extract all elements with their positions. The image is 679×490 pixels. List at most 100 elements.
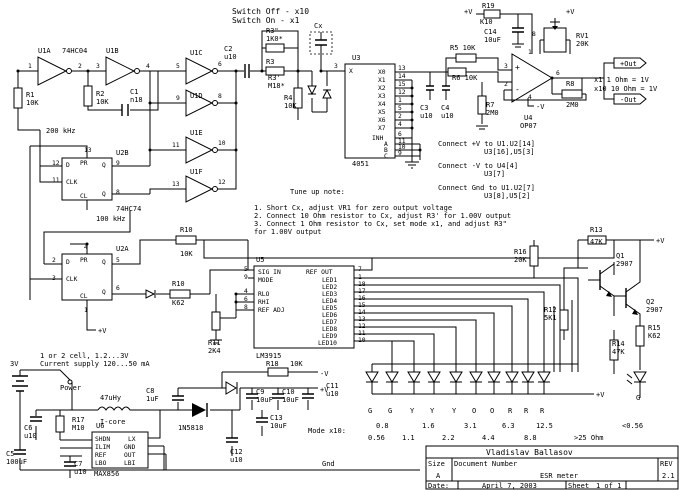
u1f-label: U1F [190,168,203,176]
svg-text:4: 4 [146,63,150,70]
u5-pin-led6: LED6 [322,312,337,319]
u6-part-label: MAX856 [94,470,119,478]
bar-driver-u5: U5 LM3915 SIG IN MODE RLO RHI REF ADJ RE… [208,240,579,372]
led-3 [407,371,421,394]
scale-top-3: 3.1 [464,422,477,430]
r10b-value: K62 [172,299,185,307]
r18-label: R18 [266,360,279,368]
r2-value: 10K [96,98,109,106]
u5-pin-led9: LED9 [322,333,337,340]
rv1-value: 20K [576,40,589,48]
c9-label: C9 [256,388,264,396]
r18-resistor [267,367,289,377]
svg-text:11: 11 [398,138,406,145]
docnum-label: Document Number [454,460,517,468]
c4-label: C4 [441,104,449,112]
r14-value: 47K [612,348,625,356]
svg-text:1: 1 [398,97,402,104]
author-text: Vladislav Ballasov [486,448,573,457]
c1-value: n18 [130,96,143,104]
r14-resistor [609,339,619,361]
switch-on-text: Switch On - x1 [232,16,300,25]
r2-label: R2 [96,90,104,98]
svg-text:9: 9 [176,95,180,102]
c5-label: C5 [6,450,14,458]
tune-step-4: for 1.00V output [254,228,321,236]
power-supply: 1 or 2 cell, 1.2...3V Current supply 120… [6,352,420,478]
cx-socket[interactable] [309,31,333,55]
r11-value: 2K4 [208,347,221,355]
transistor-stage: R16 20K R13 47K +V Q1 2907 R12 5K1 R14 4… [514,226,665,402]
rev-label: REV [660,460,673,468]
u2b-label: U2B [116,149,129,157]
c11-label: C11 [326,382,339,390]
led-color-10: R [540,407,545,415]
led-7 [487,371,501,394]
r3-label: R3 [266,58,274,66]
c7-value: u10 [74,468,87,476]
svg-text:12: 12 [52,160,60,167]
date-value: April 7, 2003 [482,482,537,490]
svg-text:CLK: CLK [66,276,78,283]
svg-text:12: 12 [398,89,406,96]
svg-text:9: 9 [116,160,120,167]
r15-value: K62 [648,332,661,340]
r14-label: R14 [612,340,625,348]
scale-bottom-5: 8.8 [524,434,537,442]
c2-value: u10 [224,53,237,61]
svg-text:8: 8 [244,304,248,311]
svg-text:Q: Q [102,259,106,266]
c5-value: 100uF [6,458,27,466]
r5-label: R5 10K [450,44,476,52]
power-switch[interactable] [67,379,73,385]
led-color-3: Y [410,407,415,415]
u2a-label: U2A [116,245,129,253]
c8-label: C8 [146,387,154,395]
svg-text:9: 9 [244,274,248,281]
size-value: A [436,472,441,480]
r3pp-value: 1K0* [266,35,283,43]
svg-text:12: 12 [218,179,226,186]
u6-pin-shdn: SHDN [95,436,110,443]
r18-value: 10K [290,360,303,368]
svg-text:8: 8 [116,189,120,196]
svg-text:2: 2 [52,257,56,264]
led-color-2: G [388,407,392,415]
c13-value: 10uF [270,422,287,430]
out-pos-terminal[interactable] [613,57,647,69]
svg-text:6: 6 [244,296,248,303]
switch-off-text: Switch Off - x10 [232,7,309,16]
c12-label: C12 [230,448,243,456]
u5-pin-led3: LED3 [322,291,337,298]
i-core-label: I-core [100,418,125,426]
led-color-4: Y [430,407,435,415]
vminus-supply: -V [320,370,329,378]
u3-label: U3 [352,54,360,62]
led-2 [385,371,399,394]
svg-text:13: 13 [84,147,92,154]
svg-text:Q: Q [102,191,106,198]
r6-label: R6 10K [452,74,478,82]
rv1-label: RV1 [576,32,589,40]
u6-pin-gnd: GND [124,444,136,451]
u3-pin-c: C [384,153,388,160]
svg-text:+: + [515,63,520,72]
svg-text:D: D [66,259,70,266]
r1-label: R1 [26,91,34,99]
scale-top-2: 1.6 [422,422,435,430]
connect-note-2: Connect -V to U4[4] [438,162,518,170]
r3-resistor [265,66,285,76]
out-neg-terminal[interactable] [613,93,647,105]
scale-bottom-6: >25 Ohm [574,434,604,442]
svg-text:3: 3 [334,63,338,70]
d-1n5818 [192,403,206,417]
rv1-trimmer[interactable] [543,27,567,53]
r3-network: R3" 1K0* R3 R3' M18* R4 10K Cx [260,22,345,120]
size-label: Size [428,460,445,468]
r10b-label: R10 [172,280,185,288]
svg-text:4: 4 [398,121,402,128]
u3-pin-x1: X1 [378,77,386,84]
r6-resistor [447,67,467,77]
u6-pin-lbo: LBO [95,460,107,467]
svg-text:8: 8 [532,31,536,38]
